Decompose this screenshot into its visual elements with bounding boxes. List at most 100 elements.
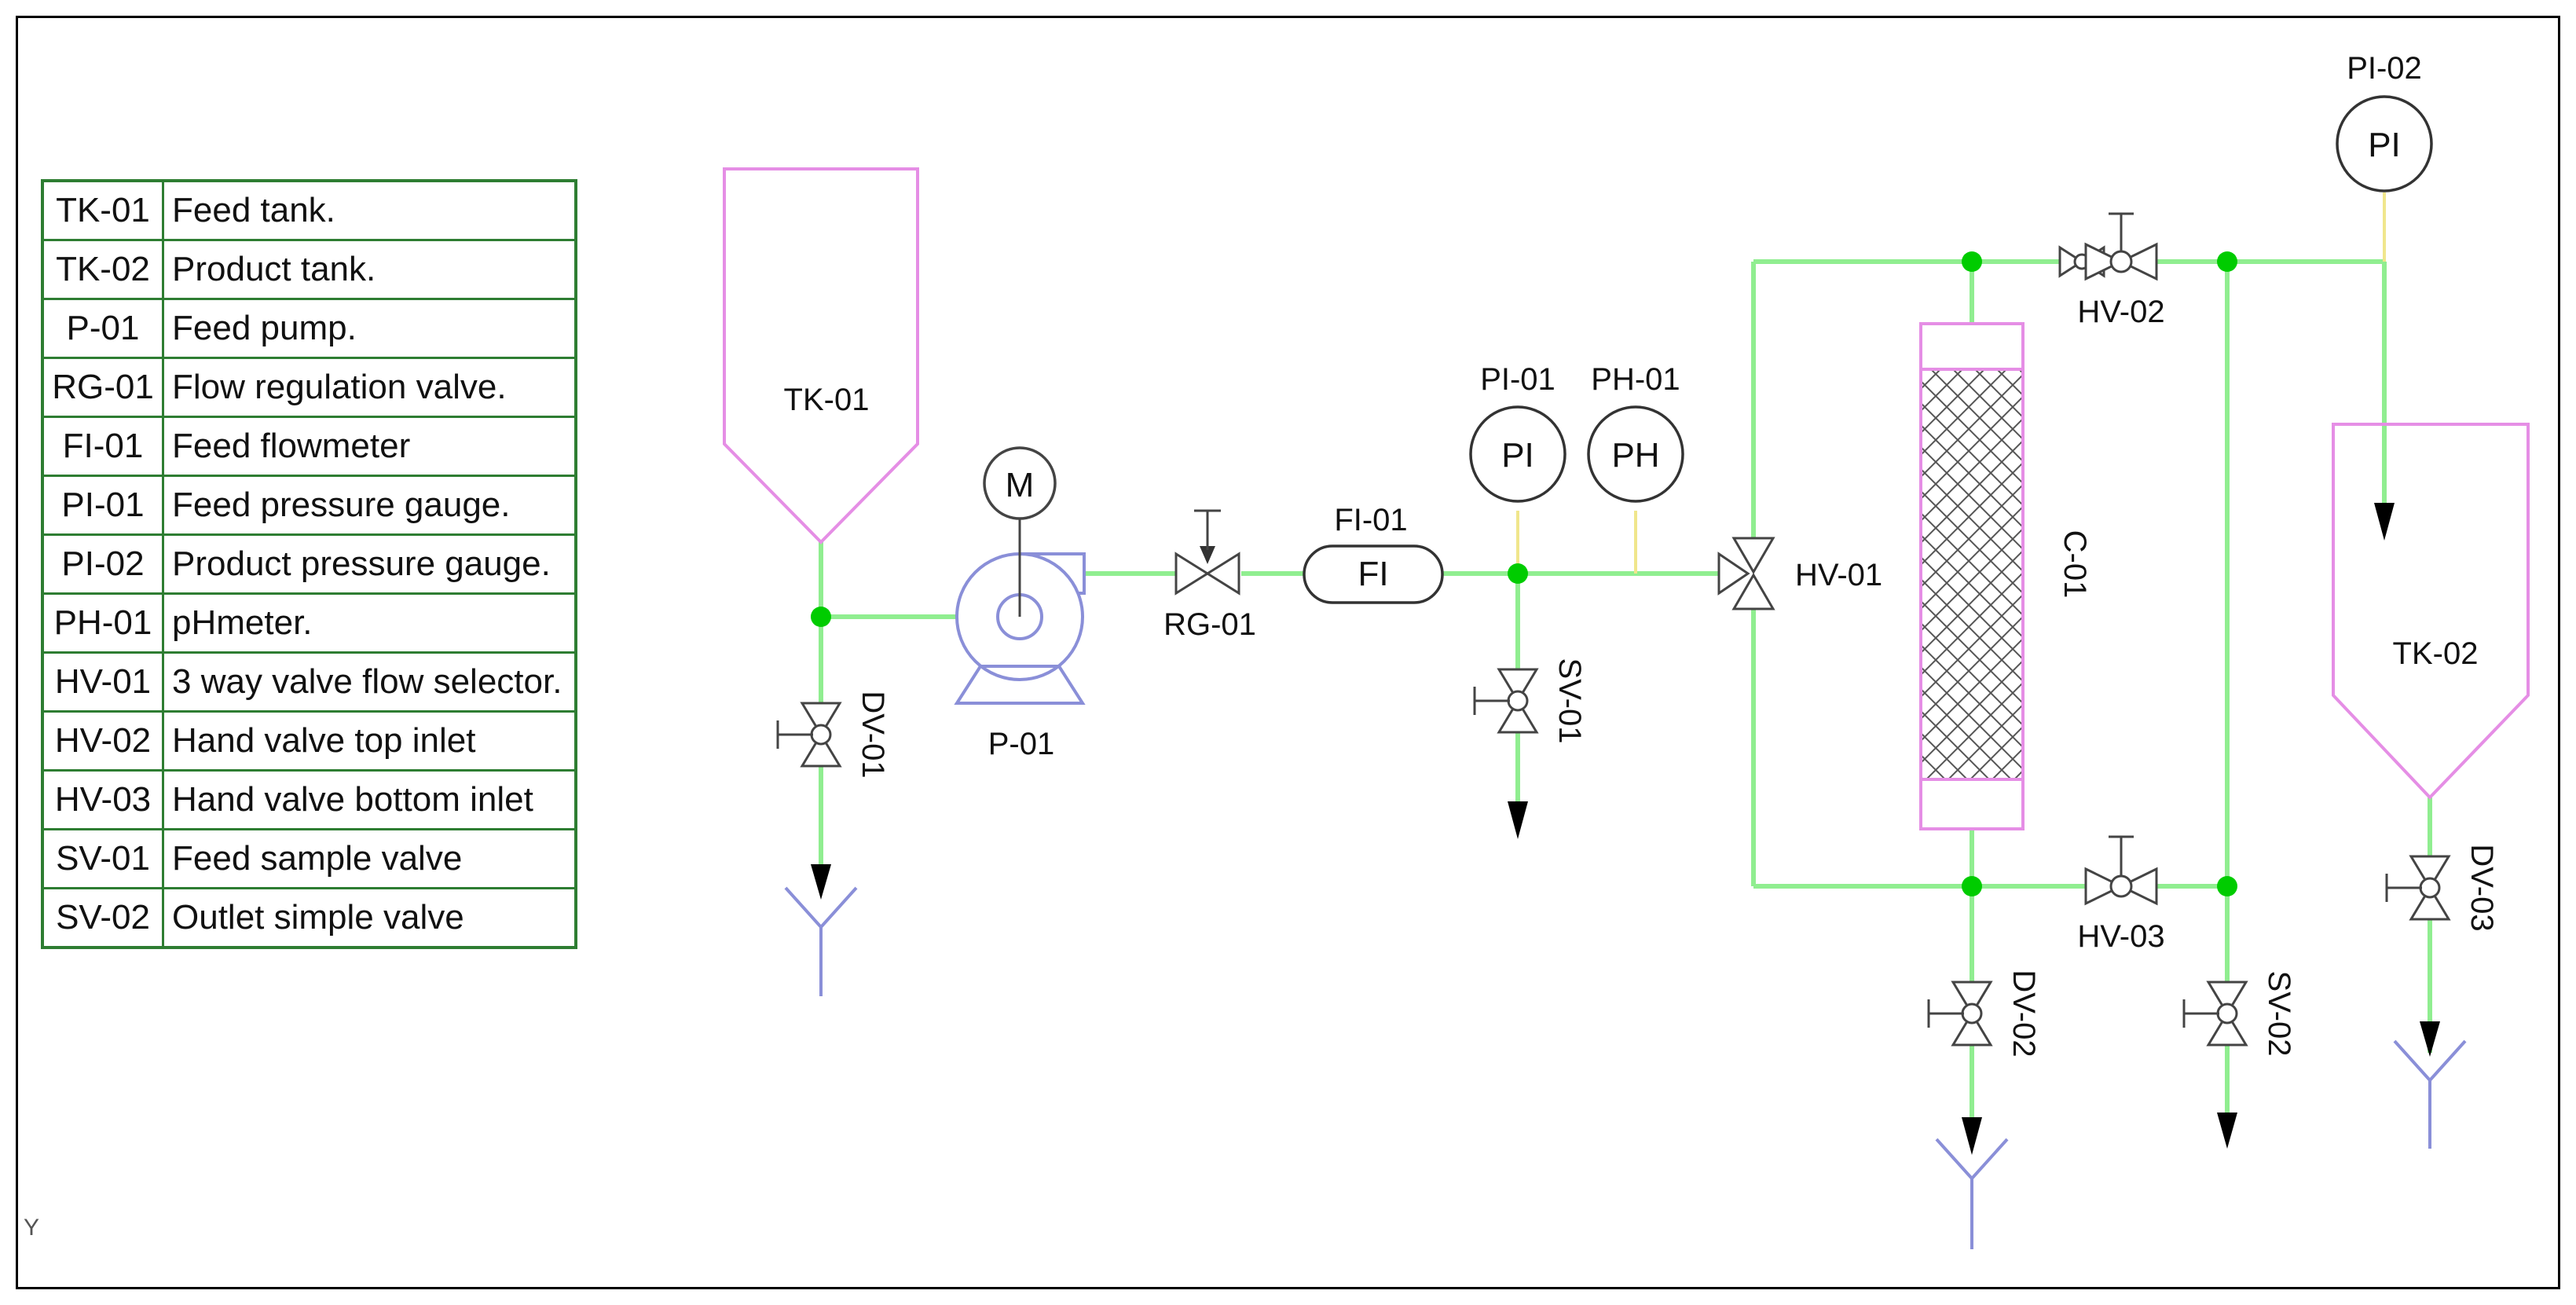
motor-circle [983,446,1057,520]
diagram-frame [16,16,2560,1289]
legend-description: Feed flowmeter [162,416,577,477]
valve-sv02: SV-02 [2182,971,2296,1057]
valve-dv01-label: DV-01 [856,691,890,778]
legend-description: Hand valve top inlet [162,710,577,772]
valve-hv02-label: HV-02 [2077,295,2164,329]
valve-hv01: HV-01 [1717,537,1882,610]
valve-hv03-hub [2109,874,2133,898]
valve-rg01-label: RG-01 [1163,607,1256,642]
valve-dv03-hub [2419,877,2441,899]
legend-description: Hand valve bottom inlet [162,769,577,830]
valve-dv03-body [2385,855,2451,921]
legend-code: TK-01 [41,179,164,241]
gauge-pi02-symbol: PI [2368,126,2401,164]
valve-dv02: DV-02 [1927,970,2041,1058]
legend-description: Product pressure gauge. [162,533,577,595]
pump-base [954,665,1086,705]
valve-dv01: DV-01 [776,691,890,779]
node-sv01-junction [1508,563,1528,584]
gauge-pi01: PI PI-01 [1469,362,1566,503]
legend-description: Flow regulation valve. [162,357,577,418]
valve-rg01-right [1205,552,1240,596]
valve-sv01-hub [1507,690,1529,712]
legend-code: HV-01 [41,651,164,713]
valve-dv03-top [2409,855,2451,890]
valve-sv02-hub [2216,1003,2238,1025]
valve-hv01-bottom [1731,573,1775,610]
valve-hv02-right [2118,242,2158,281]
legend-code: PI-01 [41,475,164,536]
legend-description: Product tank. [162,239,577,300]
valve-hv03-right [2118,867,2158,906]
valve-sv02-label: SV-02 [2262,971,2296,1057]
drain-dv02 [1935,1138,2009,1249]
tank-tk01-shape [723,167,919,544]
valve-dv02-label: DV-02 [2006,970,2041,1057]
node-c01-bottom-junction [1962,876,1982,896]
gauge-pi01-label: PI-01 [1480,362,1555,397]
legend-description: 3 way valve flow selector. [162,651,577,713]
gauge-pi02-label: PI-02 [2347,51,2422,86]
valve-sv02-body [2182,981,2248,1047]
legend-code: SV-01 [41,828,164,889]
column-c01-label: C-01 [2058,530,2092,599]
legend-code: PI-02 [41,533,164,595]
node-tk01-junction [811,607,831,627]
junction-nodes [811,251,2237,896]
gauge-pi02: PI PI-02 [2336,51,2433,192]
meter-ph01: PH PH-01 [1587,362,1684,503]
flow-arrows [811,503,2440,1155]
valve-dv03-label: DV-03 [2464,844,2499,931]
node-c01-top-junction [1962,251,1982,272]
valve-rg01-actuator [1200,546,1215,564]
legend-code: P-01 [41,298,164,359]
node-bottom-right-junction [2217,876,2237,896]
tank-tk02-label: TK-02 [2393,636,2479,671]
flowmeter-symbol: FI [1358,555,1388,593]
valve-hv02: HV-02 [2060,212,2165,329]
valve-hv02-left [2084,242,2124,281]
flowmeter-body [1303,544,1444,604]
valve-hv03: HV-03 [2077,835,2165,954]
legend-description: pHmeter. [162,592,577,654]
valve-dv02-top [1951,981,1993,1016]
valve-sv01-top [1497,668,1539,703]
gauge-pi01-circle [1469,405,1566,503]
valve-sv02-bottom [2206,1011,2248,1047]
valve-hv01-top [1731,537,1775,574]
drain-dv01 [784,886,858,996]
valve-hv03-left [2084,867,2124,906]
valve-dv03: DV-03 [2385,844,2499,932]
legend-code: PH-01 [41,592,164,654]
gauge-pi01-symbol: PI [1501,436,1534,475]
arrow-dv03-outlet [2420,1021,2440,1057]
valve-sv01-label: SV-01 [1552,658,1587,744]
valve-dv02-bottom [1951,1011,1993,1047]
valve-dv03-bottom [2409,885,2451,921]
valve-hv03-body [2084,867,2158,906]
arrow-dv02-outlet [1962,1117,1982,1155]
valve-hv01-left [1717,552,1750,596]
legend-code: TK-02 [41,239,164,300]
arrow-tk02-inlet [2374,503,2395,541]
legend-code: RG-01 [41,357,164,418]
valve-hv02-hub [2109,250,2133,273]
tank-tk02-shape [2332,423,2530,800]
valve-hv02-body [2084,242,2158,281]
valve-dv01-bottom [800,732,842,768]
legend-code: HV-02 [41,710,164,772]
legend-code: HV-03 [41,769,164,830]
tank-tk01: TK-01 [723,167,919,544]
pump-p01-label: P-01 [988,727,1055,761]
column-top-cap [1919,322,2025,371]
